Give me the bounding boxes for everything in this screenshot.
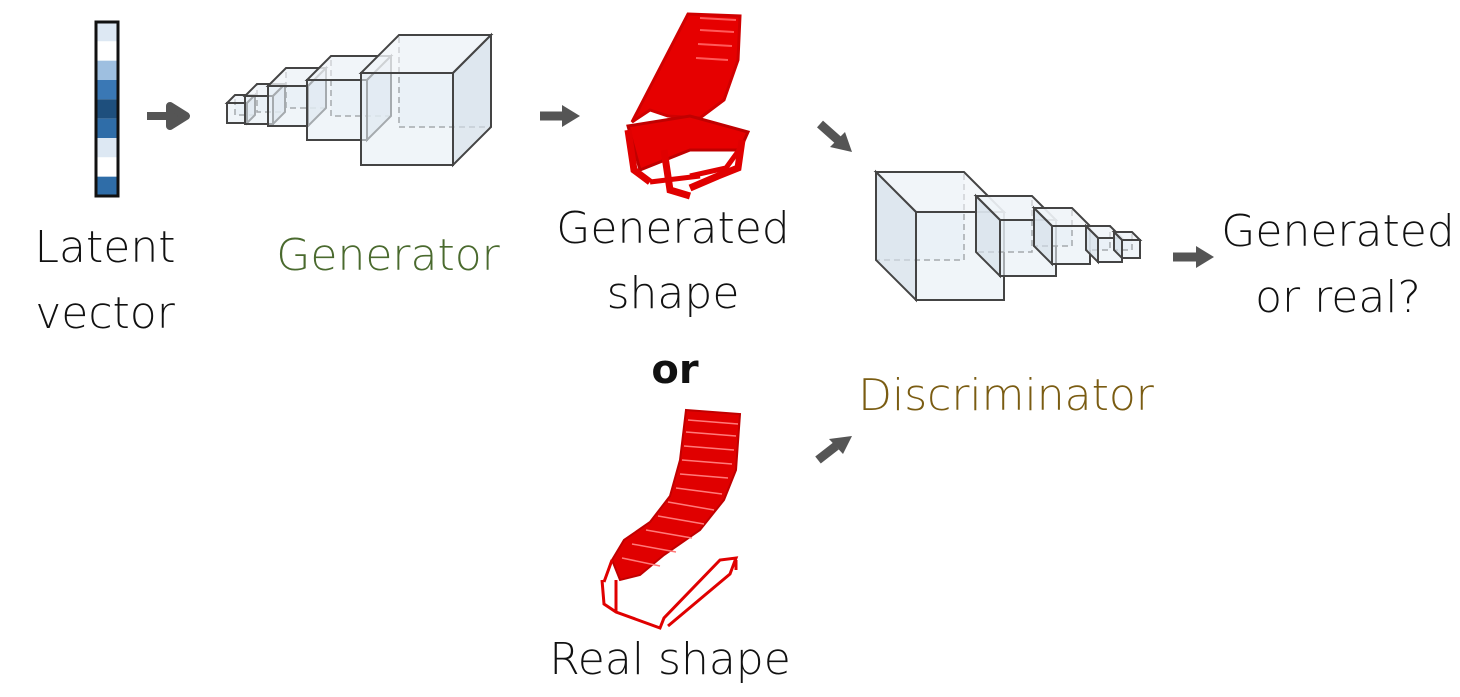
real-shape-label: Real shape — [549, 634, 791, 685]
real-chair-shape — [600, 408, 742, 630]
arrow-generated-to-discriminator — [817, 120, 852, 152]
or-label: or — [651, 347, 699, 393]
generated-shape-label-line2: shape — [606, 268, 740, 319]
generated-chair-shape — [624, 12, 751, 200]
latent-vector-bar — [94, 20, 120, 198]
arrow-latent-to-generator — [147, 102, 190, 130]
generated-shape-label-line1: Generated — [556, 203, 790, 254]
latent-cell — [96, 138, 118, 158]
network-layer-cube — [1111, 229, 1143, 261]
network-layer-cube — [873, 169, 1007, 303]
generator-label: Generator — [276, 230, 500, 281]
latent-cell — [96, 60, 118, 80]
discriminator-label: Discriminator — [858, 370, 1154, 421]
network-layer-cube — [358, 32, 494, 168]
discriminator-network — [873, 169, 1143, 303]
arrow-real-to-discriminator — [815, 436, 852, 464]
latent-cell — [96, 176, 118, 196]
output-label-line2: or real? — [1255, 272, 1421, 323]
arrow-generator-to-shape — [540, 105, 580, 127]
latent-vector-label-line1: Latent — [34, 222, 176, 273]
latent-cell — [96, 41, 118, 61]
latent-cell — [96, 99, 118, 119]
latent-cell — [96, 80, 118, 100]
latent-vector-label-line2: vector — [35, 288, 175, 339]
network-layer-cube — [1031, 205, 1093, 267]
latent-cell — [96, 118, 118, 138]
arrow-discriminator-to-output — [1173, 246, 1214, 268]
output-label-line1: Generated — [1221, 206, 1455, 257]
generator-network — [224, 32, 494, 168]
latent-cell — [96, 22, 118, 42]
latent-cell — [96, 157, 118, 177]
